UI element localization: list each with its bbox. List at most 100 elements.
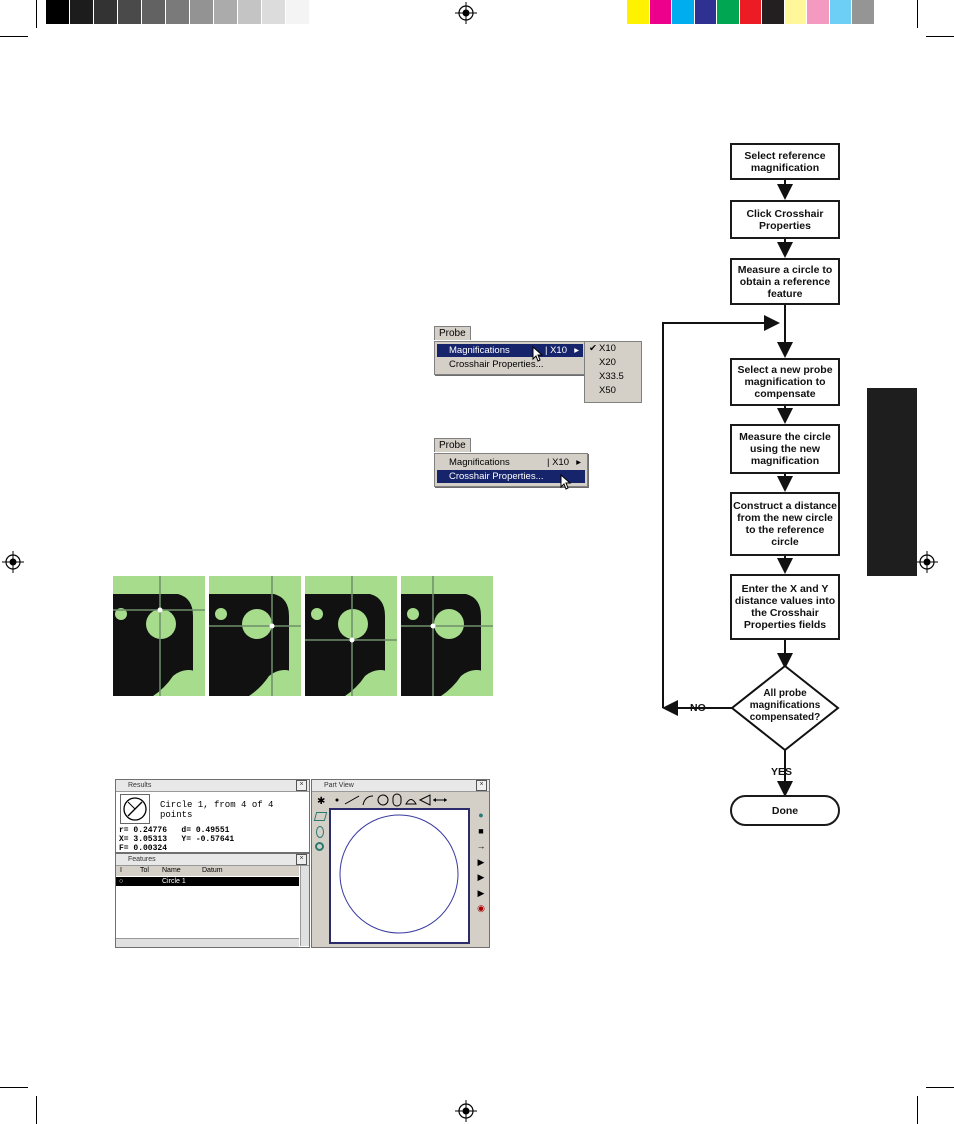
mouse-cursor-icon xyxy=(560,474,572,490)
registration-mark-icon xyxy=(2,551,24,573)
color-swatch xyxy=(214,0,238,24)
crosshair-thumbnail-2 xyxy=(209,576,301,696)
checkmark-icon: ✔ xyxy=(589,343,597,354)
window-title: Results xyxy=(128,782,152,789)
color-swatch xyxy=(46,0,70,24)
close-icon[interactable]: × xyxy=(296,780,307,791)
menu-item-magnifications[interactable]: Magnifications | X10 ▸ xyxy=(437,344,583,357)
color-swatch xyxy=(807,0,830,24)
decision-text: All probe magnifications compensated? xyxy=(749,688,821,723)
crop-mark xyxy=(917,0,918,28)
arrow-right-icon[interactable]: → xyxy=(476,841,486,851)
menu-item-crosshair-properties[interactable]: Crosshair Properties... xyxy=(449,359,544,370)
process-color-bar xyxy=(627,0,875,24)
flow-step-3: Measure a circle to obtain a reference f… xyxy=(730,258,840,305)
circle-icon: ○ xyxy=(119,878,124,885)
submenu-item[interactable]: X50 xyxy=(599,385,616,396)
column-header[interactable]: I xyxy=(120,867,122,874)
chapter-side-tab xyxy=(867,388,917,576)
stop-icon[interactable]: ■ xyxy=(478,825,484,836)
table-row[interactable]: ○ Circle 1 xyxy=(116,877,299,886)
crop-mark xyxy=(36,1096,37,1124)
results-line: r= 0.24776 d= 0.49551 xyxy=(119,826,230,835)
probe-menu-panel: Magnifications | X10 ▸ Crosshair Propert… xyxy=(434,453,588,487)
crop-mark xyxy=(926,1087,954,1088)
crop-mark xyxy=(917,1096,918,1124)
color-swatch xyxy=(829,0,852,24)
svg-text:✱: ✱ xyxy=(317,796,325,807)
crop-mark xyxy=(0,1087,28,1088)
probe-menu-title[interactable]: Probe xyxy=(434,438,471,452)
flow-step-6: Construct a distance from the new circle… xyxy=(730,492,840,556)
color-swatch xyxy=(166,0,190,24)
column-header[interactable]: Tol xyxy=(140,867,149,874)
color-swatch xyxy=(762,0,785,24)
tool-icon[interactable] xyxy=(316,826,324,838)
features-header: I Tol Name Datum xyxy=(116,866,299,876)
submenu-arrow-icon: ▸ xyxy=(576,457,581,468)
left-tool-strip xyxy=(313,808,328,946)
color-swatch xyxy=(672,0,695,24)
horizontal-scrollbar[interactable] xyxy=(116,938,299,947)
window-title: Part View xyxy=(324,782,354,789)
menu-item-label: Magnifications xyxy=(449,457,510,468)
part-view-window: Part View × ✱ ● ■ → ▶ ▶ ▶ ◉ xyxy=(311,779,490,948)
play-icon[interactable]: ▶ xyxy=(477,856,485,867)
crosshair-thumbnail-4 xyxy=(401,576,493,696)
color-swatch xyxy=(94,0,118,24)
color-swatch xyxy=(649,0,672,24)
color-swatch xyxy=(717,0,740,24)
magnification-submenu: ✔X10 X20 X33.5 X50 xyxy=(584,341,642,403)
results-line: F= 0.00324 xyxy=(119,844,168,853)
color-swatch xyxy=(627,0,650,24)
circle-feature-icon xyxy=(120,794,150,824)
yes-label: YES xyxy=(771,766,793,778)
submenu-item[interactable]: ✔X10 xyxy=(589,343,616,354)
results-summary: Circle 1, from 4 of 4 points xyxy=(160,800,274,820)
features-window: Features × I Tol Name Datum ○ Circle 1 xyxy=(115,853,310,948)
color-swatch xyxy=(118,0,142,24)
probe-menu-panel: Magnifications | X10 ▸ Crosshair Propert… xyxy=(434,341,586,375)
probe-menu-title[interactable]: Probe xyxy=(434,326,471,340)
flow-step-5: Measure the circle using the new magnifi… xyxy=(730,424,840,474)
flow-end-done: Done xyxy=(730,795,840,826)
color-swatch xyxy=(852,0,875,24)
row-name: Circle 1 xyxy=(162,878,186,885)
mouse-cursor-icon xyxy=(532,346,544,362)
registration-mark-icon xyxy=(455,1100,477,1122)
measured-circle xyxy=(339,814,459,934)
vertical-scrollbar[interactable] xyxy=(300,866,309,946)
color-swatch xyxy=(784,0,807,24)
probe-icon[interactable]: ● xyxy=(478,810,484,820)
decision-diamond xyxy=(730,664,840,752)
color-swatch xyxy=(190,0,214,24)
part-view-canvas[interactable] xyxy=(329,808,470,944)
flow-step-1: Select reference magnification xyxy=(730,143,840,180)
color-swatch xyxy=(739,0,762,24)
submenu-arrow-icon: ▸ xyxy=(574,345,579,356)
column-header[interactable]: Name xyxy=(162,867,181,874)
tool-icon[interactable] xyxy=(315,842,324,851)
measure-toolbar[interactable]: ✱ xyxy=(315,793,465,807)
target-icon[interactable]: ◉ xyxy=(477,903,485,913)
part-view-title-bar: Part View × xyxy=(312,780,489,792)
play-icon[interactable]: ▶ xyxy=(477,887,485,898)
submenu-item[interactable]: X20 xyxy=(599,357,616,368)
close-icon[interactable]: × xyxy=(296,854,307,865)
color-swatch xyxy=(694,0,717,24)
probe-menu-magnifications: Probe Magnifications | X10 ▸ Crosshair P… xyxy=(434,326,644,404)
color-swatch xyxy=(70,0,94,24)
submenu-item[interactable]: X33.5 xyxy=(599,371,624,382)
menu-item-crosshair-properties[interactable]: Crosshair Properties... xyxy=(437,470,585,483)
play-icon[interactable]: ▶ xyxy=(477,872,485,882)
color-swatch xyxy=(238,0,262,24)
close-icon[interactable]: × xyxy=(476,780,487,791)
crop-mark xyxy=(0,36,28,37)
results-title-bar: Results × xyxy=(116,780,309,792)
results-window: Results × Circle 1, from 4 of 4 points r… xyxy=(115,779,310,853)
flow-step-2: Click Crosshair Properties xyxy=(730,200,840,239)
menu-item-magnifications[interactable]: Magnifications | X10 ▸ xyxy=(437,456,585,469)
column-header[interactable]: Datum xyxy=(202,867,223,874)
flow-step-7: Enter the X and Y distance values into t… xyxy=(730,574,840,640)
